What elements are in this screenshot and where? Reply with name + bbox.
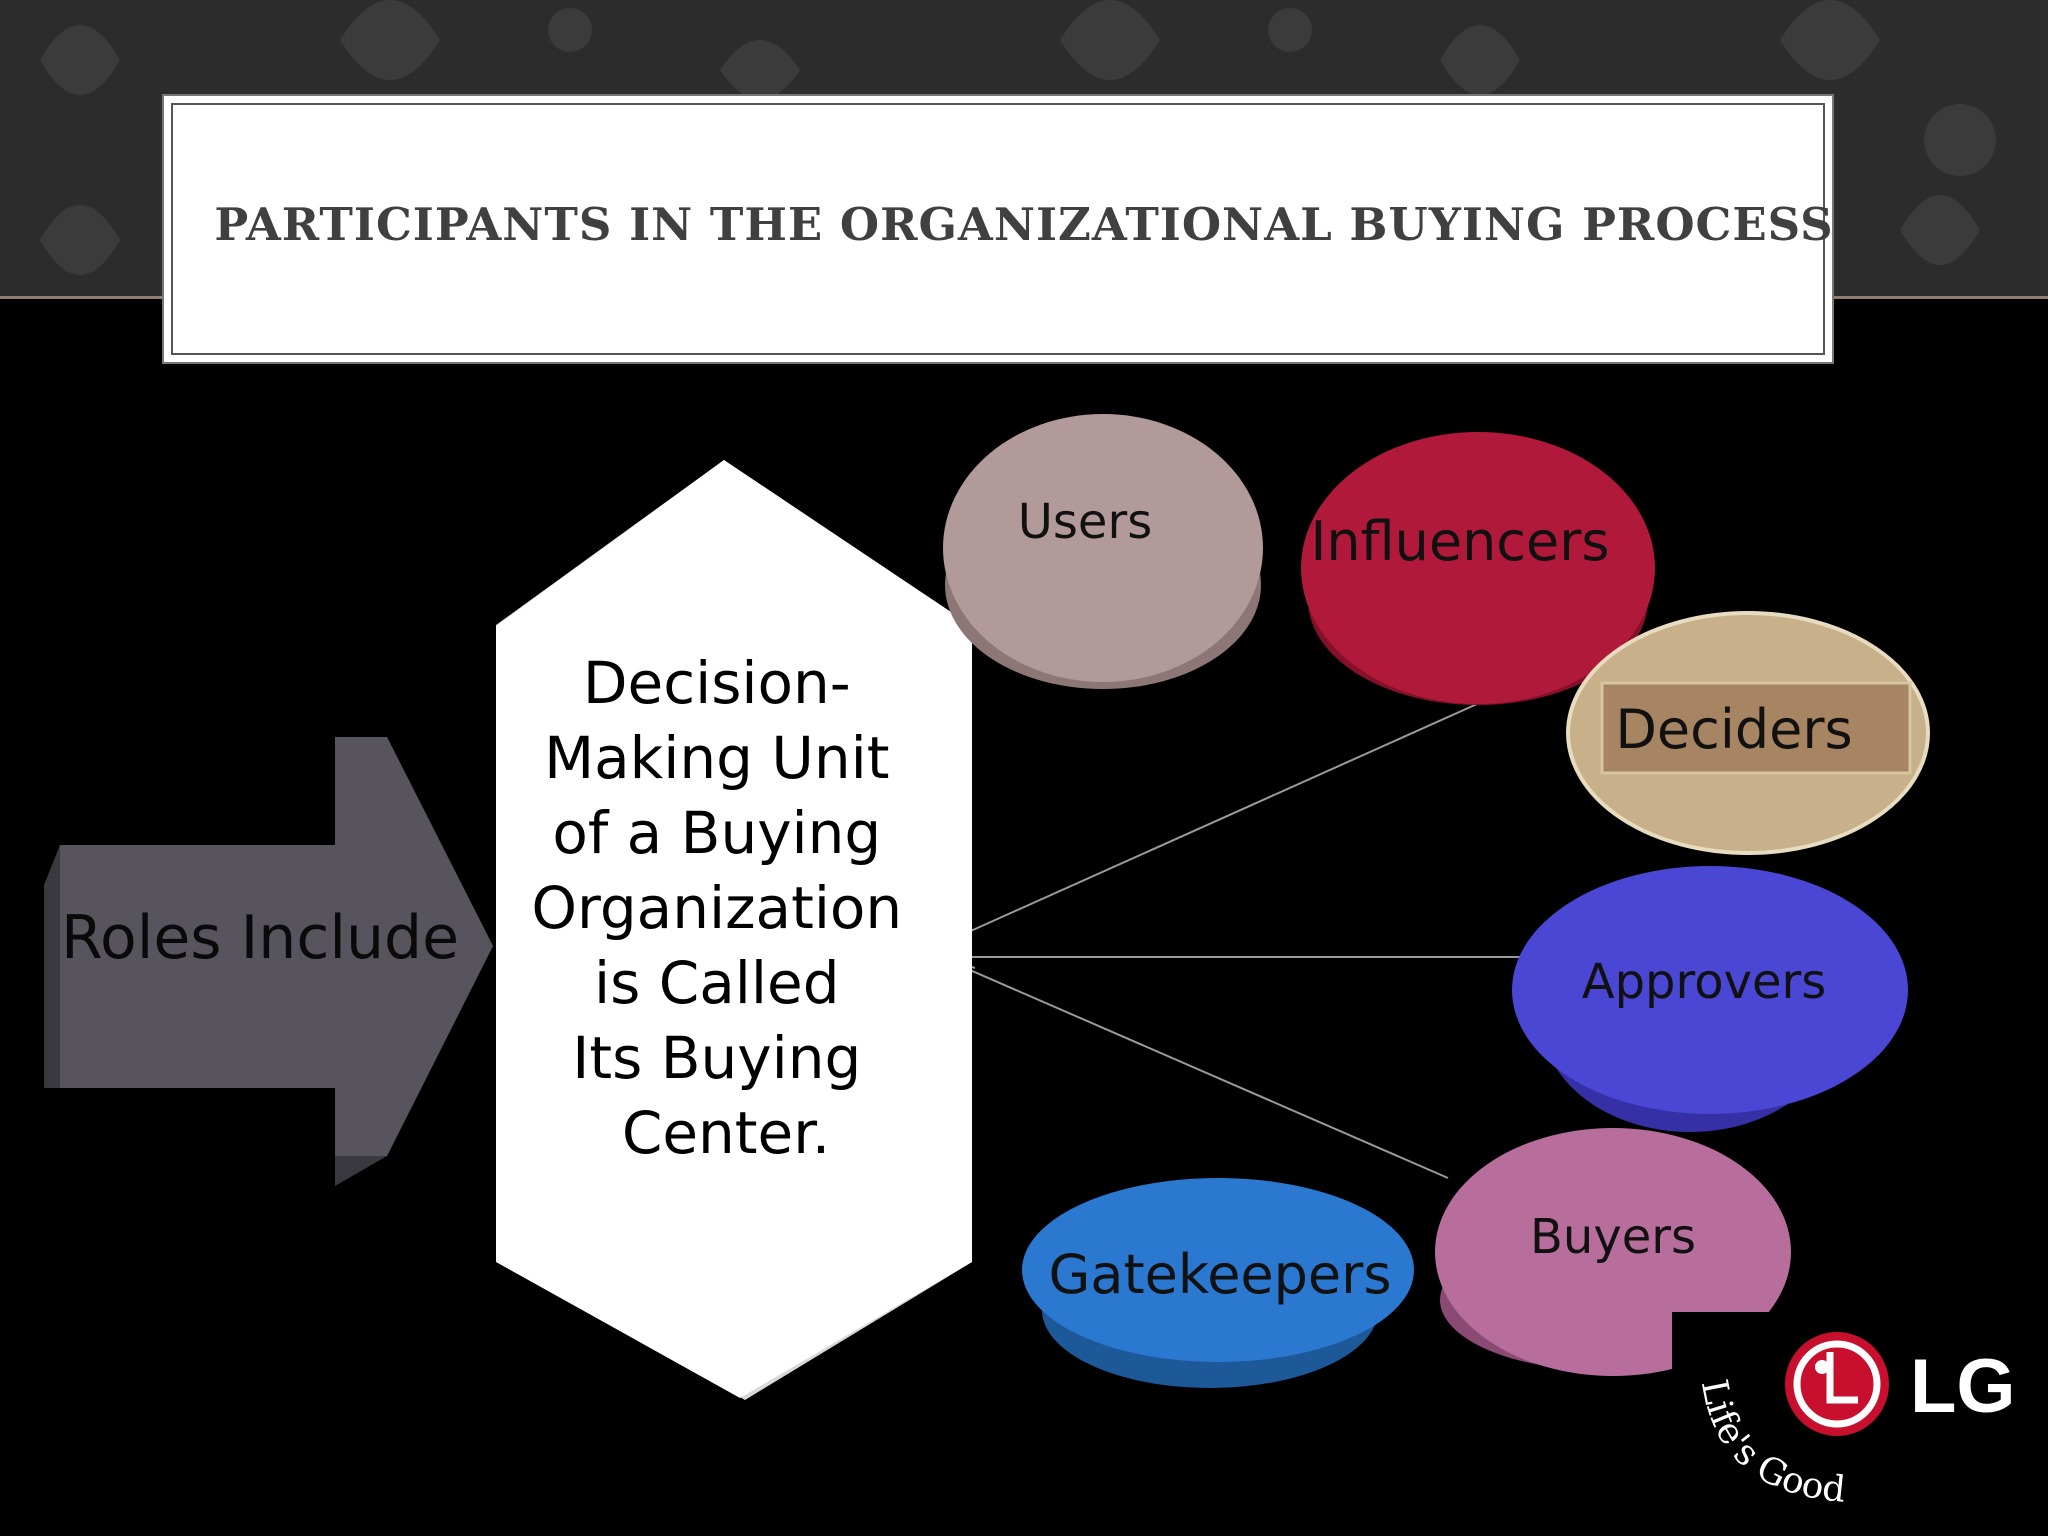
center-text: Decision- Making Unit of a Buying Organi… — [531, 649, 920, 1167]
center-line: of a Buying — [552, 799, 881, 867]
connector-line-deciders — [954, 699, 1487, 939]
approvers-disc — [1512, 866, 1908, 1114]
center-line: Center. — [622, 1099, 830, 1167]
role-users: Users — [943, 414, 1263, 689]
influencers-disc — [1301, 432, 1655, 704]
brand-text: LG — [1910, 1344, 2016, 1429]
role-label: Influencers — [1310, 510, 1609, 573]
role-label: Gatekeepers — [1049, 1243, 1392, 1306]
lg-face-icon — [1785, 1332, 1889, 1436]
arrow-label: Roles Include — [61, 903, 459, 973]
gatekeepers-disc — [1022, 1178, 1414, 1362]
role-approvers: Approvers — [1512, 866, 1908, 1132]
center-line: Organization — [531, 874, 902, 942]
center-line: Making Unit — [544, 724, 889, 792]
buying-center-hexagon: Decision- Making Unit of a Buying Organi… — [496, 460, 972, 1400]
roles-arrow: Roles Include — [44, 737, 493, 1186]
slide-title: PARTICIPANTS IN THE ORGANIZATIONAL BUYIN… — [214, 198, 1834, 251]
role-label: Buyers — [1530, 1209, 1696, 1265]
lg-logo-mark: LG Life's Good — [1693, 1332, 2016, 1511]
connector-line-buyers — [939, 956, 1449, 1179]
role-gatekeepers: Gatekeepers — [1022, 1178, 1414, 1388]
deciders-label-box — [1600, 681, 1912, 775]
center-line: Its Buying — [572, 1024, 861, 1092]
role-label: Users — [1018, 494, 1152, 550]
center-line: is Called — [594, 949, 840, 1017]
role-label: Deciders — [1615, 698, 1852, 761]
role-deciders: Deciders — [1566, 611, 1930, 855]
title-box — [162, 94, 1834, 364]
role-influencers: Influencers — [1301, 432, 1655, 705]
users-disc — [943, 414, 1263, 682]
center-line: Decision- — [583, 649, 851, 717]
lg-logo: LG Life's Good — [1672, 1312, 2048, 1536]
role-label: Approvers — [1582, 954, 1827, 1010]
